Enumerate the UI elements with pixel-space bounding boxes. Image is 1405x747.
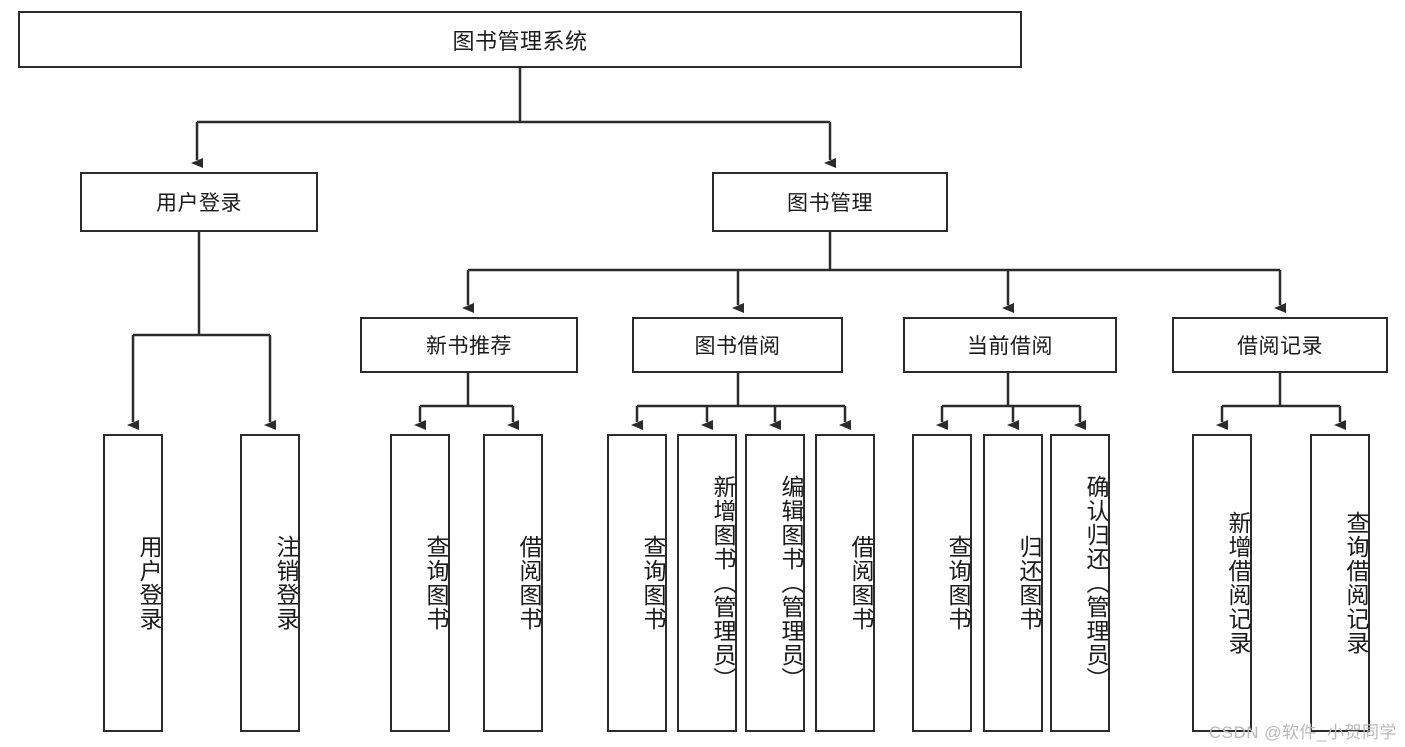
- node-leaf-borrow-book-label: 借阅图书: [848, 535, 874, 631]
- node-leaf-confirm-return-admin-label: 确认归还（管理员）: [1083, 475, 1109, 691]
- node-leaf-user-logout-label: 注销登录: [273, 535, 299, 631]
- node-leaf-query-book-borrow[interactable]: 查询图书: [607, 434, 667, 732]
- node-book-borrow[interactable]: 图书借阅: [632, 317, 843, 373]
- node-borrow-record-label: 借阅记录: [1237, 335, 1323, 358]
- node-leaf-query-book-current-label: 查询图书: [945, 535, 971, 631]
- node-leaf-return-book-label: 归还图书: [1016, 535, 1042, 631]
- node-user-login-label: 用户登录: [156, 192, 242, 215]
- node-leaf-user-logout[interactable]: 注销登录: [240, 434, 300, 732]
- node-leaf-query-borrow-record[interactable]: 查询借阅记录: [1310, 434, 1370, 732]
- node-leaf-query-book-borrow-label: 查询图书: [640, 535, 666, 631]
- node-current-borrow[interactable]: 当前借阅: [903, 317, 1117, 373]
- node-leaf-return-book[interactable]: 归还图书: [983, 434, 1043, 732]
- node-leaf-query-borrow-record-label: 查询借阅记录: [1343, 511, 1369, 655]
- node-root-system[interactable]: 图书管理系统: [18, 11, 1022, 68]
- node-leaf-borrow-book-recommend-label: 借阅图书: [516, 535, 542, 631]
- node-leaf-user-login-label: 用户登录: [136, 535, 162, 631]
- node-leaf-add-borrow-record-label: 新增借阅记录: [1225, 511, 1251, 655]
- node-new-book-recommend[interactable]: 新书推荐: [360, 317, 578, 373]
- node-current-borrow-label: 当前借阅: [967, 335, 1053, 358]
- node-root-label: 图书管理系统: [452, 28, 588, 54]
- node-new-book-recommend-label: 新书推荐: [426, 335, 512, 358]
- node-leaf-user-login[interactable]: 用户登录: [103, 434, 163, 732]
- node-leaf-query-book-current[interactable]: 查询图书: [912, 434, 972, 732]
- node-leaf-confirm-return-admin[interactable]: 确认归还（管理员）: [1050, 434, 1110, 732]
- csdn-watermark: CSDN @软件_小贺同学: [1208, 723, 1397, 742]
- node-book-management[interactable]: 图书管理: [712, 172, 948, 232]
- node-leaf-add-book-admin-label: 新增图书（管理员）: [710, 475, 736, 691]
- node-user-login[interactable]: 用户登录: [80, 172, 318, 232]
- node-book-management-label: 图书管理: [787, 192, 873, 215]
- node-leaf-query-book-recommend-label: 查询图书: [423, 535, 449, 631]
- node-leaf-borrow-book[interactable]: 借阅图书: [815, 434, 875, 732]
- node-book-borrow-label: 图书借阅: [694, 335, 781, 358]
- node-leaf-borrow-book-recommend[interactable]: 借阅图书: [483, 434, 543, 732]
- node-leaf-add-borrow-record[interactable]: 新增借阅记录: [1192, 434, 1252, 732]
- node-leaf-edit-book-admin-label: 编辑图书（管理员）: [778, 475, 804, 691]
- node-leaf-query-book-recommend[interactable]: 查询图书: [390, 434, 450, 732]
- node-leaf-add-book-admin[interactable]: 新增图书（管理员）: [677, 434, 737, 732]
- node-borrow-record[interactable]: 借阅记录: [1172, 317, 1388, 373]
- node-leaf-edit-book-admin[interactable]: 编辑图书（管理员）: [745, 434, 805, 732]
